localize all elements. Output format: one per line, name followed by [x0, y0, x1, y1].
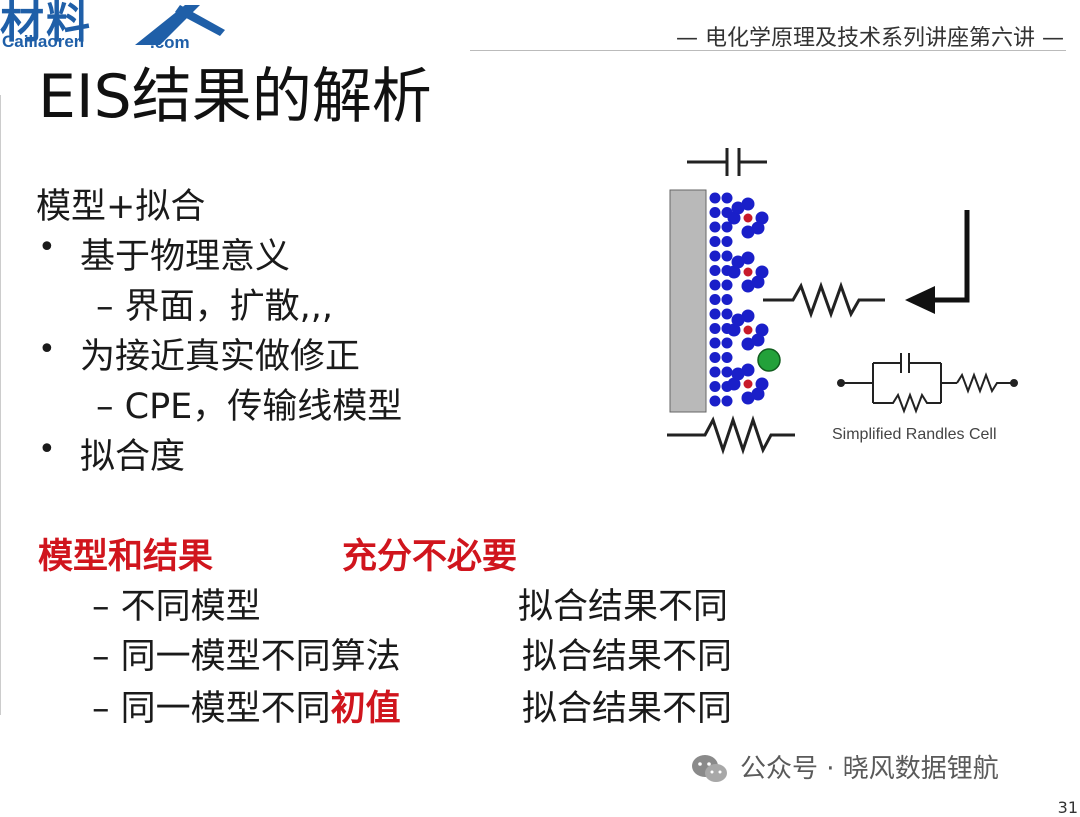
- inner-dot: [721, 221, 733, 233]
- solvent-dot: [741, 251, 755, 265]
- inner-dot: [709, 192, 721, 204]
- bullet-physical-meaning: 基于物理意义: [80, 237, 291, 277]
- bullet-dot: •: [38, 332, 56, 367]
- inner-dot: [709, 250, 721, 262]
- sub-interface-diffusion: – 界面，扩散,,,: [96, 287, 334, 327]
- header-rule: [470, 50, 1066, 51]
- wechat-account: 公众号 · 晓风数据锂航: [740, 754, 999, 784]
- cation-dot: [743, 325, 753, 335]
- logo: 材料 Cailiaoren .com: [0, 0, 230, 56]
- inner-dot: [721, 337, 733, 349]
- conclusion-right: 充分不必要: [342, 537, 518, 577]
- randles-label: Simplified Randles Cell: [832, 426, 997, 443]
- logo-swoosh-icon: [135, 5, 225, 45]
- solvent-dot: [731, 201, 745, 215]
- inner-dot: [721, 279, 733, 291]
- electrode-plate: [669, 189, 707, 413]
- solvent-dot: [741, 337, 755, 351]
- inner-dot: [709, 308, 721, 320]
- logo-sub-text: Cailiaoren: [2, 32, 85, 51]
- inner-dot: [709, 337, 721, 349]
- solvent-dot: [741, 309, 755, 323]
- solvent-dot: [731, 313, 745, 327]
- solvent-dot: [755, 265, 769, 279]
- inner-dot: [709, 381, 721, 392]
- row1-left: – 不同模型: [92, 587, 261, 627]
- logo-com-text: .com: [150, 33, 190, 52]
- double-layer-diagram: [667, 148, 970, 455]
- solvent-dot: [751, 275, 765, 289]
- inner-dot: [709, 294, 721, 305]
- solvent-dot: [741, 225, 755, 239]
- solvent-dot: [731, 255, 745, 269]
- edge-line: [0, 95, 1, 715]
- bullet-dot: •: [38, 432, 56, 467]
- solution-resistor-icon: [667, 415, 795, 455]
- solvent-dot: [741, 391, 755, 405]
- row1-right: 拟合结果不同: [518, 587, 729, 627]
- cation-dot: [743, 213, 753, 223]
- row2-left: – 同一模型不同算法: [92, 637, 401, 677]
- solvent-dot: [751, 333, 765, 347]
- randles-cell-diagram: [837, 353, 1018, 414]
- solvent-dot: [751, 387, 765, 401]
- capacitor-icon: [687, 148, 767, 176]
- logo-main-text: 材料: [0, 0, 92, 48]
- inner-ion-layer: [709, 192, 721, 407]
- row3-left: – 同一模型不同初值: [92, 689, 401, 729]
- inner-dot: [721, 366, 733, 378]
- inner-dot: [721, 192, 733, 204]
- bullet-correction: 为接近真实做修正: [80, 337, 361, 377]
- solvent-dot: [755, 323, 769, 337]
- inner-dot: [709, 207, 721, 218]
- inner-dot: [709, 236, 721, 247]
- solvent-dot: [755, 211, 769, 225]
- cation-dot: [743, 379, 753, 389]
- solvated-ion-clusters: [721, 192, 769, 407]
- inner-dot: [721, 308, 733, 320]
- arrow-head-icon: [905, 286, 935, 314]
- inner-dot: [709, 279, 721, 291]
- sub-cpe-transmission: – CPE，传输线模型: [96, 387, 403, 427]
- solvent-dot: [755, 377, 769, 391]
- inner-dot: [721, 236, 733, 247]
- solvent-dot: [741, 279, 755, 293]
- solvent-dot: [741, 197, 755, 211]
- header-subtitle: — 电化学原理及技术系列讲座第六讲 —: [676, 26, 1064, 51]
- inner-dot: [709, 366, 721, 378]
- row2-right: 拟合结果不同: [522, 637, 733, 677]
- solvent-dot: [727, 265, 741, 279]
- heading-model-fit: 模型+拟合: [36, 187, 206, 227]
- solvent-dot: [731, 367, 745, 381]
- inner-dot: [709, 395, 721, 407]
- resistor-icon: [763, 281, 885, 319]
- inner-dot: [721, 250, 733, 262]
- inner-dot: [709, 352, 721, 363]
- inner-dot: [721, 294, 733, 305]
- bullet-goodness-of-fit: 拟合度: [80, 437, 186, 477]
- inner-dot: [721, 352, 733, 363]
- solvent-dot: [741, 363, 755, 377]
- row3-right: 拟合结果不同: [522, 689, 733, 729]
- bullet-dot: •: [38, 230, 56, 265]
- initial-value-red: 初值: [330, 689, 401, 729]
- cation-dot: [743, 267, 753, 277]
- inner-dot: [709, 323, 721, 334]
- page-number: 31: [1057, 798, 1078, 817]
- solvent-dot: [727, 323, 741, 337]
- slide-title: EIS结果的解析: [38, 62, 432, 132]
- specific-ion: [757, 348, 781, 372]
- solvent-dot: [727, 377, 741, 391]
- solvent-dot: [727, 211, 741, 225]
- inner-dot: [709, 221, 721, 233]
- inner-dot: [709, 265, 721, 276]
- inner-dot: [721, 395, 733, 407]
- arrow-icon: [923, 210, 970, 303]
- wechat-icon: [692, 755, 727, 782]
- conclusion-left: 模型和结果: [38, 537, 214, 577]
- solvent-dot: [751, 221, 765, 235]
